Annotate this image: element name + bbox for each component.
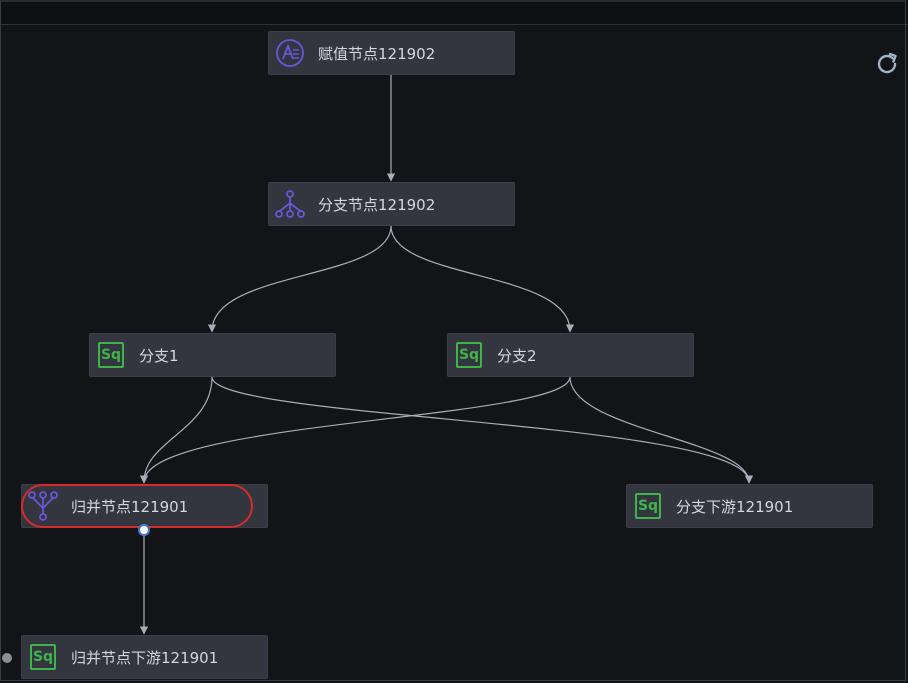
sql-icon: Sq xyxy=(94,338,128,372)
edge-branch2-to-downstream xyxy=(569,376,754,484)
sql-icon: Sq xyxy=(26,640,60,674)
edge-branch2-to-merge xyxy=(139,376,571,484)
node-assign[interactable]: 赋值节点121902 xyxy=(268,31,515,75)
node-branch-2[interactable]: Sq 分支2 xyxy=(447,333,694,377)
node-merge-downstream[interactable]: Sq 归并节点下游121901 xyxy=(21,635,268,679)
sql-icon: Sq xyxy=(452,338,486,372)
canvas-top-bar xyxy=(0,0,908,25)
node-branch[interactable]: 分支节点121902 xyxy=(268,182,515,226)
refresh-icon[interactable] xyxy=(874,51,900,77)
merge-icon xyxy=(26,489,60,523)
node-branch-downstream[interactable]: Sq 分支下游121901 xyxy=(626,484,873,528)
node-label: 分支节点121902 xyxy=(318,195,436,214)
node-label: 归并节点121901 xyxy=(71,497,189,516)
input-port[interactable] xyxy=(2,653,12,663)
output-port[interactable] xyxy=(138,524,150,536)
edge-branch-to-branch2 xyxy=(390,225,575,333)
node-label: 赋值节点121902 xyxy=(318,44,436,63)
edge-branch1-to-merge xyxy=(139,376,213,484)
edge-branch1-to-downstream xyxy=(211,376,754,484)
node-label: 归并节点下游121901 xyxy=(71,648,219,667)
assign-icon xyxy=(273,36,307,70)
node-label: 分支1 xyxy=(139,346,179,365)
node-label: 分支下游121901 xyxy=(676,497,794,516)
node-label: 分支2 xyxy=(497,346,537,365)
branch-icon xyxy=(273,187,307,221)
sql-icon: Sq xyxy=(631,489,665,523)
node-branch-1[interactable]: Sq 分支1 xyxy=(89,333,336,377)
edge-branch-to-branch1 xyxy=(207,225,392,333)
